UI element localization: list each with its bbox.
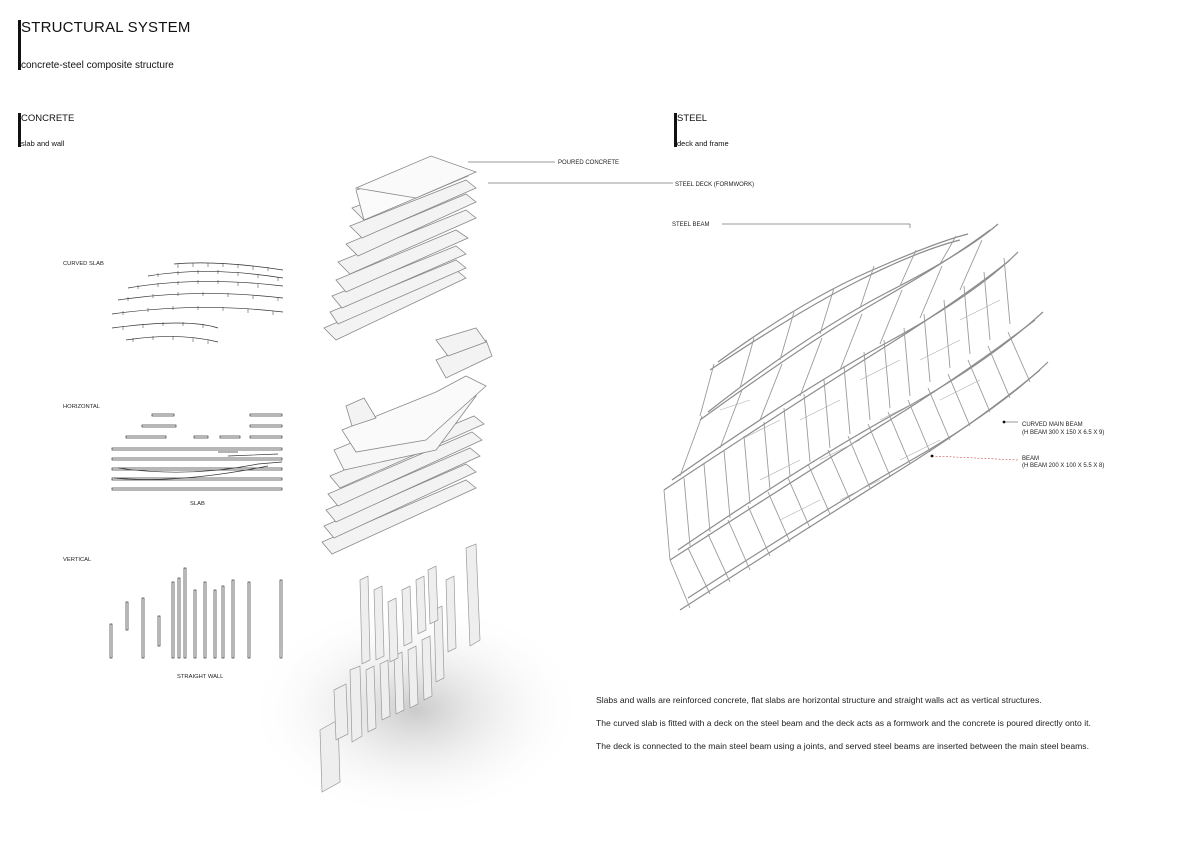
description-paragraph: The deck is connected to the main steel …: [596, 740, 1089, 751]
steel-subtitle: deck and frame: [677, 139, 729, 148]
horizontal-slab-section-drawing: [111, 413, 283, 491]
page-subtitle: concrete-steel composite structure: [21, 60, 174, 71]
description-block: Slabs and walls are reinforced concrete,…: [596, 695, 1136, 764]
header-accent-bar: [18, 20, 21, 70]
steel-frame-axonometric: [663, 223, 1049, 611]
vertical-wall-section-drawing: [109, 567, 283, 659]
steel-title: STEEL: [677, 113, 708, 124]
steel-accent-bar: [674, 113, 677, 147]
horizontal-label: HORIZONTAL: [63, 404, 100, 410]
page-title: STRUCTURAL SYSTEM: [21, 19, 191, 36]
concrete-title: CONCRETE: [21, 113, 75, 124]
poured-concrete-label: POURED CONCRETE: [558, 160, 620, 166]
curved-slab-section-drawing: [111, 262, 284, 344]
description-paragraph: Slabs and walls are reinforced concrete,…: [596, 695, 1042, 705]
beam-spec: (H BEAM 200 X 100 X 5.5 X 8): [1022, 463, 1105, 469]
concrete-exploded-axonometric: [246, 155, 586, 820]
straight-wall-label: STRAIGHT WALL: [177, 674, 224, 680]
beam-label: BEAM: [1022, 456, 1040, 462]
concrete-subtitle: slab and wall: [21, 139, 65, 148]
curved-main-beam-label: CURVED MAIN BEAM: [1022, 422, 1083, 428]
concrete-leader-lines: [468, 161, 911, 228]
slab-label: SLAB: [190, 501, 205, 507]
steel-deck-label: STEEL DECK (FORMWORK): [675, 182, 755, 188]
concrete-accent-bar: [18, 113, 21, 147]
curved-slab-label: CURVED SLAB: [63, 261, 104, 267]
vertical-label: VERTICAL: [63, 557, 92, 563]
curved-main-beam-spec: (H BEAM 300 X 150 X 6.5 X 9): [1022, 430, 1105, 436]
steel-beam-label: STEEL BEAM: [672, 222, 710, 228]
description-paragraph: The curved slab is fitted with a deck on…: [596, 717, 1091, 728]
steel-leader-lines: [930, 420, 1019, 461]
